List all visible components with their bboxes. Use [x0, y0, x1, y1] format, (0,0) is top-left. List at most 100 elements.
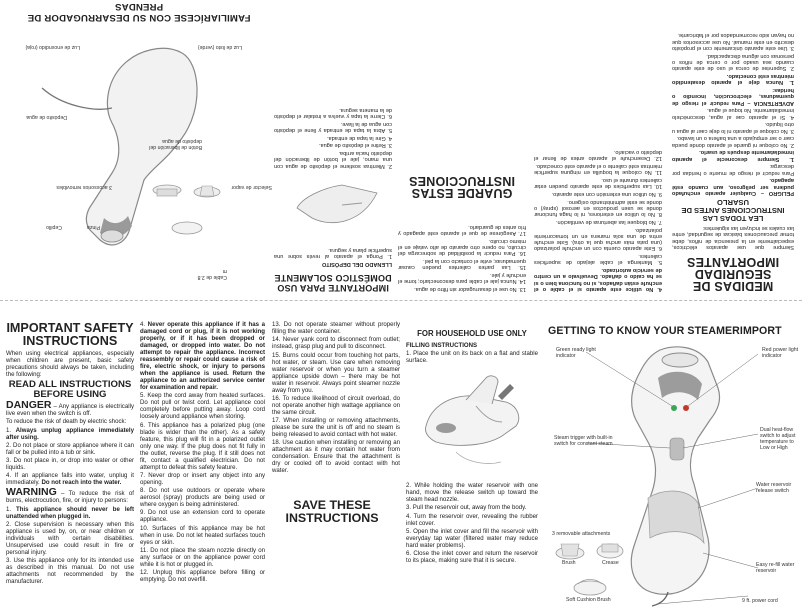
es-item: 8. No lo utilice en exteriores, ni lo ha… — [534, 198, 662, 218]
es-item: 6. Cierre la tapa y vuelva a instalar el… — [274, 106, 392, 119]
item-num: 3. — [6, 457, 14, 465]
english-col-3: 13. Do not operate steamer without prope… — [272, 321, 400, 476]
es-fill-head: LLENADO DEL DEPÓSITO — [321, 260, 392, 267]
en-item: 7. Never drop or insert any object into … — [140, 472, 265, 486]
spanish-col-3: 13. No use el desarrugador sin filtro de… — [398, 169, 526, 292]
english-col-2: 4. Never operate this appliance if it ha… — [140, 321, 265, 585]
item-bold: Never operate this appliance if it has a… — [140, 321, 265, 391]
fill-step: 2. While holding the water reservoir wit… — [406, 482, 538, 503]
es-title-safety: MEDIDAS DE SEGURIDAD IMPORTANTES — [686, 255, 780, 293]
getting-to-know-title: GETTING TO KNOW YOUR STEAMERIMPORT — [548, 325, 782, 337]
en-read-all: READ ALL INSTRUCTIONS BEFORE USING — [8, 379, 132, 400]
es-item: 2. No coloque ni guarde el aparato donde… — [672, 135, 794, 148]
item-text: Do not use an extension cord to operate … — [140, 509, 266, 524]
es-callout-cord: Cable de 2.8 m — [197, 268, 227, 280]
es-item: 16. Para reducir la posibilidad de sobre… — [398, 237, 526, 257]
household-use-header: FOR HOUSEHOLD USE ONLY — [417, 329, 527, 338]
es-item: 2. Supervise de cerca el uso de este apa… — [672, 52, 794, 72]
item-bold: Always unplug appliance immediately afte… — [6, 426, 134, 441]
item-text: Do not place in, or drop into water or o… — [6, 457, 134, 472]
item-num: 3. — [6, 557, 14, 565]
es-item: 7. No bloquee las aberturas de ventilaci… — [555, 218, 662, 225]
en-item: 16. To reduce likelihood of circuit over… — [272, 394, 400, 416]
callout-dual-heat: Dual heat-flow switch to adjust temperat… — [760, 427, 796, 451]
callout-soft-brush: Soft Cushion Brush — [566, 597, 611, 603]
save-instructions-title: SAVE THESE INSTRUCTIONS — [285, 498, 379, 525]
es-item: Para reducir el riesgo de muerte o herid… — [672, 163, 794, 176]
es-callout-pinza: Pinza — [87, 224, 100, 230]
en-title-safety: IMPORTANT SAFETY INSTRUCTIONS — [6, 321, 134, 348]
item-num: 2. — [6, 441, 14, 449]
en-item: 13. Do not operate steamer without prope… — [272, 321, 400, 335]
es-fill-illustration — [296, 184, 378, 223]
item-num: 1. — [6, 505, 17, 513]
item-num: 11. — [140, 547, 151, 555]
fold-divider — [0, 300, 802, 301]
es-callout-reservoir: Depósito de agua — [26, 114, 67, 120]
en-item: 11. Do not place the steam nozzle direct… — [140, 547, 265, 568]
es-save-title: GUARDE ESTAS INSTRUCCIONES — [408, 174, 516, 201]
warning-word: WARNING — [6, 486, 57, 499]
en-warning-item: 1. This appliance should never be left u… — [6, 506, 134, 520]
item-num: 2. — [6, 521, 15, 529]
item-num: 8. — [140, 487, 149, 495]
es-item: 12. Desenchufe el aparato antes de llena… — [534, 148, 662, 162]
es-item: 1. Ponga el aparato al revés sobre una s… — [274, 246, 392, 260]
item-text: Unplug this appliance before filling or … — [140, 569, 265, 584]
es-item: 15. Las partes calientes pueden causar q… — [398, 258, 526, 271]
spanish-half: FAMILIARÍCESE CON SU DESARRUGADOR DE PRE… — [0, 0, 802, 300]
es-callout-brush: Cepillo — [46, 224, 62, 230]
es-read-all: LEA TODAS LAS INSTRUCCIONES ANTES DE USA… — [681, 197, 785, 223]
es-item: 6. Este aparato cuenta con un enchufe po… — [534, 226, 662, 252]
en-item: 12. Unplug this appliance before filling… — [140, 569, 265, 583]
spanish-col-2: 4. No utilice este aparato si el cable o… — [534, 147, 662, 292]
es-item: 4. Gire la tapa de entrada. — [327, 134, 392, 141]
en-danger-item: 2. Do not place or store appliance where… — [6, 442, 134, 456]
callout-steam-trigger: Steam trigger with built-in switch for c… — [554, 435, 613, 447]
es-item: 1. Nunca deje el aparato desatendido mie… — [672, 73, 794, 86]
danger-text: – Any appliance is electrically live eve… — [6, 403, 134, 417]
item-num: 6. — [140, 421, 148, 429]
es-callout-attachments: 3 accesorios removibles — [56, 184, 112, 190]
callout-green-light: Green ready light indicator — [556, 347, 596, 359]
item-num: 12. — [140, 569, 153, 577]
fill-step: 5. Open the inlet cover and fill the res… — [406, 527, 538, 549]
es-item: 5. Mantenga el cable alejado de superfic… — [534, 253, 662, 266]
spanish-col-1: MEDIDAS DE SEGURIDAD IMPORTANTES Siempre… — [672, 31, 794, 293]
en-item: 15. Burns could occur from touching hot … — [272, 351, 400, 394]
es-item: 4. No utilice este aparato si el cable o… — [534, 267, 662, 292]
item-text: Do not place or store appliance where it… — [6, 441, 134, 456]
item-num: 10. — [140, 524, 153, 532]
spanish-header: FAMILIARÍCESE CON SU DESARRUGADOR DE PRE… — [27, 1, 251, 23]
en-danger-item: 1. Always unplug appliance immediately a… — [6, 427, 134, 441]
warning-text: – To reduce the risk of burns, electrocu… — [6, 490, 134, 505]
en-item: 17. When installing or removing attachme… — [272, 417, 400, 439]
en-item: 6. This appliance has a polarized plug (… — [140, 422, 265, 471]
item-bold: Do not reach into the water. — [41, 479, 122, 487]
fill-step: 1. Place the unit on its back on a flat … — [406, 350, 538, 364]
es-item: 2. Mientras sostiene el depósito de agua… — [274, 149, 392, 169]
es-intro: Siempre que use aparatos eléctricos, esp… — [672, 225, 794, 250]
en-danger-item: 4. If an appliance falls into water, unp… — [6, 472, 134, 486]
es-item: 3. Use este aparato únicamente con el pr… — [672, 32, 794, 52]
es-callout-red: Luz de encendido (roja) — [25, 44, 80, 50]
item-text: Never drop or insert any object into any… — [140, 471, 266, 486]
en-intro: When using electrical appliances, especi… — [6, 350, 134, 378]
en-item: 10. Surfaces of this appliance may be ho… — [140, 525, 265, 546]
en-warning-item: 2. Close supervision is necessary when t… — [6, 521, 134, 556]
es-item: 1. Siempre desconecte el aparato inmedia… — [672, 149, 794, 162]
fill-step: 6. Close the inlet cover and return the … — [406, 550, 538, 565]
spanish-attachments — [152, 184, 221, 235]
item-text: Surfaces of this appliance may be hot wh… — [140, 524, 266, 546]
en-item: 9. Do not use an extension cord to opera… — [140, 509, 265, 523]
callout-power-cord: 9 ft. power cord — [742, 598, 778, 604]
english-col-4: FOR HOUSEHOLD USE ONLY FILLING INSTRUCTI… — [406, 330, 538, 565]
item-text: This appliance has a polarized plug (one… — [140, 421, 265, 471]
en-warning-item: 3. Use this appliance only for its inten… — [6, 557, 134, 585]
es-item: 3. No coloque el aparato ni lo deje caer… — [672, 121, 794, 134]
item-text: Close supervision is necessary when this… — [6, 521, 134, 557]
es-item: 11. No coloque la boquilla en ninguna su… — [534, 162, 662, 176]
es-item: 4. Si el aparato cae al agua, desconécte… — [672, 107, 794, 120]
es-callout-release: Botón de liberación del depósito de agua — [149, 138, 202, 150]
callout-crease: Crease — [602, 560, 619, 566]
